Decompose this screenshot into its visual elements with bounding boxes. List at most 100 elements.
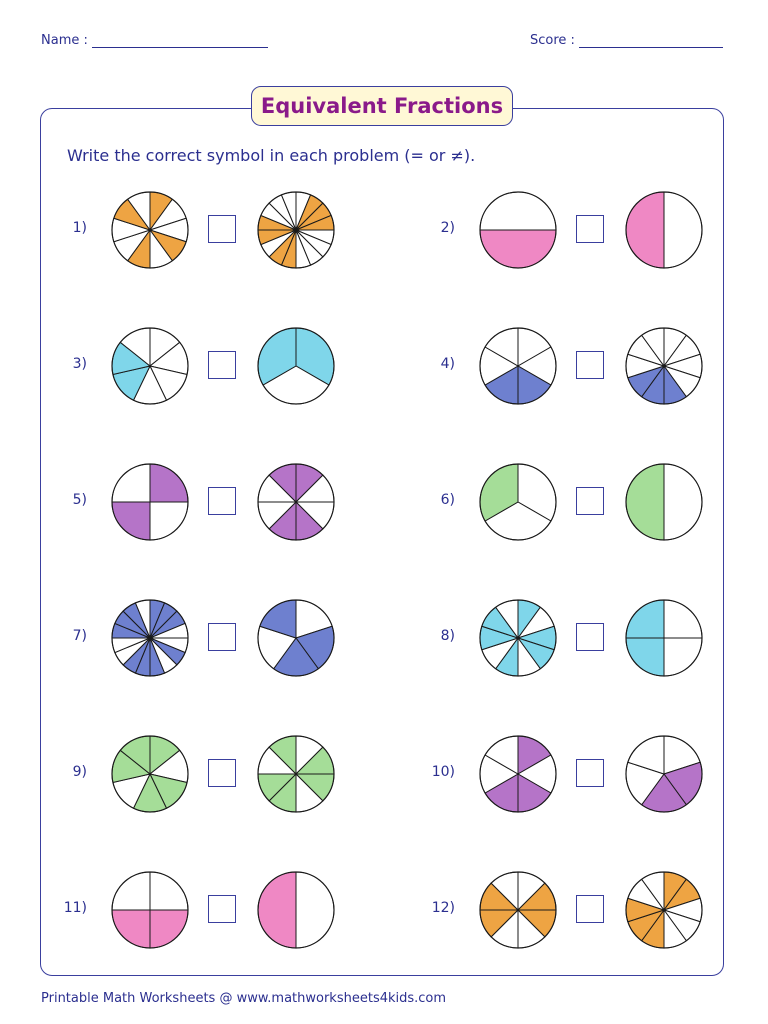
score-field[interactable]: Score : — [530, 33, 723, 48]
circle-outline — [257, 463, 335, 541]
answer-box[interactable] — [208, 623, 236, 651]
problem-number: 4) — [440, 356, 455, 372]
fraction-circle-right — [257, 191, 335, 269]
instruction-text: Write the correct symbol in each problem… — [67, 146, 476, 165]
circle-outline — [479, 871, 557, 949]
circle-outline — [111, 327, 189, 405]
circle-outline — [479, 327, 557, 405]
problem-number: 5) — [72, 492, 87, 508]
circle-outline — [625, 735, 703, 813]
circle-outline — [625, 191, 703, 269]
circle-outline — [111, 463, 189, 541]
answer-box[interactable] — [208, 759, 236, 787]
fraction-half-left — [625, 463, 665, 541]
circle-outline — [111, 191, 189, 269]
circle-outline — [479, 599, 557, 677]
circle-outline — [111, 735, 189, 813]
fraction-half-bottom — [479, 229, 557, 269]
fraction-circle-left — [111, 735, 189, 813]
fraction-half-left — [625, 191, 665, 269]
problem-number: 10) — [431, 764, 455, 780]
fraction-circle-right — [257, 599, 335, 677]
problem-9: 9) — [40, 734, 380, 814]
fraction-circle-right — [257, 871, 335, 949]
problem-11: 11) — [40, 870, 380, 950]
circle-outline — [625, 599, 703, 677]
circle-outline — [111, 871, 189, 949]
problem-5: 5) — [40, 462, 380, 542]
fraction-circle-left — [111, 327, 189, 405]
problem-number: 12) — [431, 900, 455, 916]
problem-12: 12) — [408, 870, 748, 950]
fraction-half-top — [479, 191, 557, 231]
name-label: Name : — [41, 33, 88, 48]
fraction-half-right — [295, 871, 335, 949]
fraction-circle-right — [625, 191, 703, 269]
footer: Printable Math Worksheets @ www.mathwork… — [41, 991, 446, 1006]
circle-outline — [625, 463, 703, 541]
fraction-circle-left — [479, 327, 557, 405]
fraction-circle-left — [479, 735, 557, 813]
problem-4: 4) — [408, 326, 748, 406]
fraction-circle-left — [479, 599, 557, 677]
worksheet-title: Equivalent Fractions — [251, 86, 513, 126]
answer-box[interactable] — [576, 351, 604, 379]
circle-outline — [625, 871, 703, 949]
problem-number: 3) — [72, 356, 87, 372]
circle-outline — [111, 599, 189, 677]
circle-outline — [257, 327, 335, 405]
problem-10: 10) — [408, 734, 748, 814]
answer-box[interactable] — [576, 895, 604, 923]
problem-3: 3) — [40, 326, 380, 406]
fraction-circle-left — [111, 463, 189, 541]
name-blank-line[interactable] — [91, 33, 268, 48]
answer-box[interactable] — [576, 215, 604, 243]
score-label: Score : — [530, 33, 575, 48]
circle-outline — [257, 735, 335, 813]
fraction-circle-right — [625, 463, 703, 541]
answer-box[interactable] — [208, 487, 236, 515]
fraction-circle-right — [625, 327, 703, 405]
problem-7: 7) — [40, 598, 380, 678]
problem-6: 6) — [408, 462, 748, 542]
circle-outline — [257, 191, 335, 269]
answer-box[interactable] — [208, 215, 236, 243]
problem-number: 2) — [440, 220, 455, 236]
fraction-circle-right — [257, 327, 335, 405]
fraction-half-left — [257, 871, 297, 949]
problem-number: 11) — [63, 900, 87, 916]
fraction-half-right — [663, 191, 703, 269]
problem-8: 8) — [408, 598, 748, 678]
footer-link[interactable]: www.mathworksheets4kids.com — [236, 991, 447, 1006]
problem-number: 1) — [72, 220, 87, 236]
problem-number: 7) — [72, 628, 87, 644]
fraction-circle-left — [479, 191, 557, 269]
fraction-circle-right — [257, 463, 335, 541]
score-blank-line[interactable] — [578, 33, 723, 48]
name-field[interactable]: Name : — [41, 33, 268, 48]
fraction-circle-right — [625, 599, 703, 677]
problem-number: 8) — [440, 628, 455, 644]
answer-box[interactable] — [576, 487, 604, 515]
circle-outline — [625, 327, 703, 405]
fraction-circle-left — [111, 599, 189, 677]
answer-box[interactable] — [208, 895, 236, 923]
problem-2: 2) — [408, 190, 748, 270]
fraction-circle-left — [111, 871, 189, 949]
circle-outline — [479, 191, 557, 269]
circle-outline — [257, 871, 335, 949]
problem-number: 6) — [440, 492, 455, 508]
fraction-circle-left — [111, 191, 189, 269]
circle-outline — [479, 463, 557, 541]
answer-box[interactable] — [576, 759, 604, 787]
problem-number: 9) — [72, 764, 87, 780]
fraction-circle-right — [625, 871, 703, 949]
circle-outline — [257, 599, 335, 677]
answer-box[interactable] — [208, 351, 236, 379]
fraction-circle-left — [479, 871, 557, 949]
answer-box[interactable] — [576, 623, 604, 651]
fraction-half-right — [663, 463, 703, 541]
circle-outline — [479, 735, 557, 813]
fraction-circle-right — [625, 735, 703, 813]
fraction-circle-right — [257, 735, 335, 813]
